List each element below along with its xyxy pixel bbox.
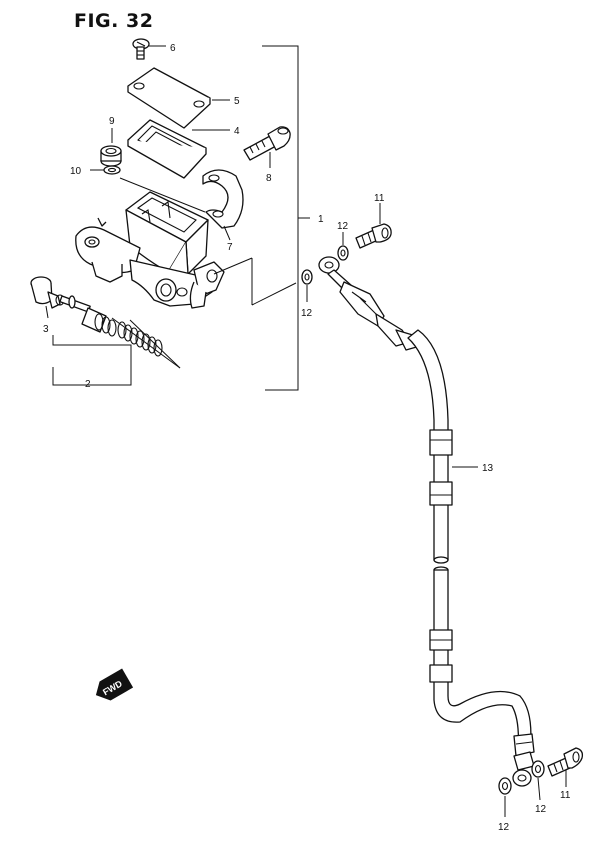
callout-2: 2 <box>85 379 91 390</box>
reservoir-cap-part-5 <box>127 67 230 129</box>
washer-part-10 <box>90 165 206 213</box>
spring <box>117 321 163 357</box>
brake-hose-part-13 <box>318 256 535 787</box>
figure-title: FIG. 32 <box>74 10 154 32</box>
screw-part-6 <box>132 38 166 60</box>
callout-12-lower-right: 12 <box>535 804 547 815</box>
callout-8: 8 <box>266 173 272 184</box>
clamp-part-7 <box>202 169 244 241</box>
callout-5: 5 <box>234 96 240 107</box>
callout-13: 13 <box>482 463 494 474</box>
callout-1: 1 <box>318 214 324 225</box>
callout-7: 7 <box>227 242 233 253</box>
callout-numbers: 6 5 4 9 10 8 7 1 3 2 11 12 12 13 12 12 1… <box>43 43 571 833</box>
callout-3: 3 <box>43 324 49 335</box>
callout-12-upper-left: 12 <box>301 308 313 319</box>
callout-6: 6 <box>170 43 176 54</box>
grommet-part-9 <box>100 128 122 167</box>
callout-9: 9 <box>109 116 115 127</box>
callout-12-upper-right: 12 <box>337 221 349 232</box>
upper-fittings <box>301 203 392 302</box>
bolt-part-8 <box>243 126 291 168</box>
callout-12-lower-left: 12 <box>498 822 510 833</box>
diaphragm-part-4 <box>127 119 230 179</box>
callout-11-lower: 11 <box>560 790 571 801</box>
fwd-arrow-icon: FWD <box>95 668 134 701</box>
callout-4: 4 <box>234 126 240 137</box>
assembly-bracket <box>251 45 310 391</box>
master-cylinder-body <box>75 191 253 309</box>
callout-11-upper: 11 <box>374 193 385 204</box>
piston-kit-part-2 <box>30 276 181 386</box>
callout-10: 10 <box>70 166 82 177</box>
boot-part-3 <box>30 276 65 319</box>
lower-fittings <box>498 747 584 817</box>
